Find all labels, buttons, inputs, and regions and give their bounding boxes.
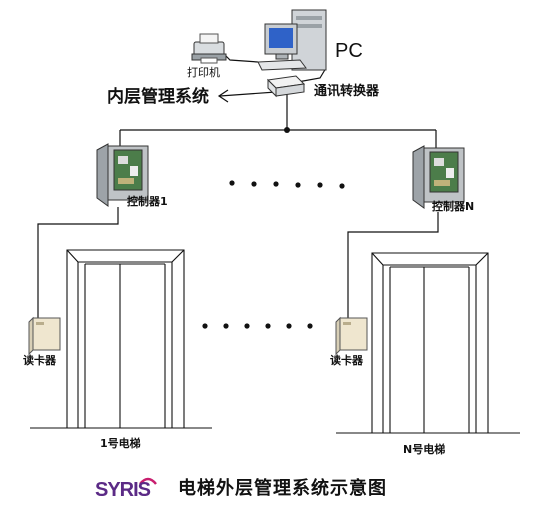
controller-1-label: 控制器1 xyxy=(127,195,168,208)
ellipsis-dot xyxy=(286,323,292,329)
reader-right-label: 读卡器 xyxy=(330,354,363,367)
controller-ellipsis xyxy=(229,180,345,189)
ellipsis-dot xyxy=(244,323,250,329)
controller-1-to-reader-line xyxy=(37,207,119,318)
ellipsis-dot xyxy=(307,323,313,329)
reader-left-label: 读卡器 xyxy=(23,354,56,367)
card-reader-left-icon xyxy=(28,316,61,356)
ellipsis-dot xyxy=(273,181,279,187)
ellipsis-dot xyxy=(317,182,323,188)
ellipsis-dot xyxy=(295,182,301,188)
converter-icon xyxy=(266,75,306,98)
inner-system-arrow xyxy=(217,89,277,103)
elevator-1-label: 1号电梯 xyxy=(100,437,141,450)
controller-1-cabinet-icon xyxy=(96,143,149,207)
controller-n-label: 控制器N xyxy=(432,200,475,213)
elevator-1-door xyxy=(30,249,212,429)
printer-to-pc-cable xyxy=(221,51,259,63)
controller-n-to-reader-line xyxy=(347,212,439,318)
card-reader-right-icon xyxy=(335,316,368,356)
pc-label: PC xyxy=(335,40,363,62)
logo-swoosh xyxy=(139,477,157,485)
elevator-ellipsis xyxy=(202,323,313,329)
elevator-n-door xyxy=(336,252,520,434)
elevator-n-label: N号电梯 xyxy=(403,443,446,456)
printer-label: 打印机 xyxy=(187,66,220,79)
ellipsis-dot xyxy=(251,181,257,187)
converter-label: 通讯转换器 xyxy=(314,84,380,99)
printer-icon xyxy=(191,33,227,64)
pc-icon xyxy=(257,9,327,71)
diagram-title: 电梯外层管理系统示意图 xyxy=(178,478,387,499)
controller-n-cabinet-icon xyxy=(412,145,465,209)
bus-junction-dot xyxy=(284,127,290,133)
ellipsis-dot xyxy=(339,183,345,189)
ellipsis-dot xyxy=(265,323,271,329)
syris-logo: SYRIS xyxy=(95,479,151,501)
inner-system-label: 内层管理系统 xyxy=(107,87,209,107)
ellipsis-dot xyxy=(229,180,235,186)
ellipsis-dot xyxy=(202,323,208,329)
ellipsis-dot xyxy=(223,323,229,329)
